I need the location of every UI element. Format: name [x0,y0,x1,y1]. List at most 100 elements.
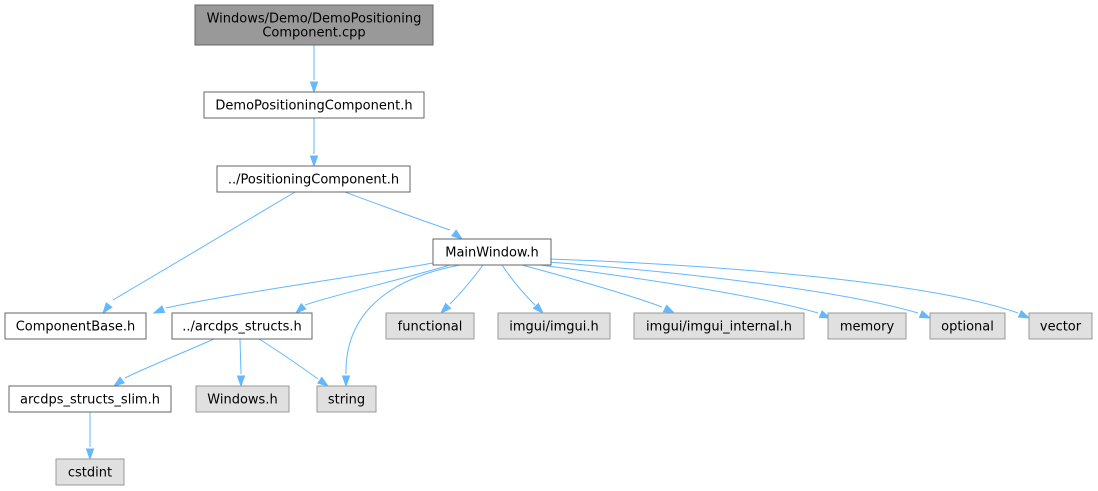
arrowhead [532,302,545,315]
edge-line [112,191,296,301]
node-label: Windows.h [207,393,277,408]
edge-line [449,264,484,305]
arrowhead [309,155,319,168]
edge-line [165,262,434,309]
edge-mainwindow_h-to-vector [549,258,1031,319]
edge-line [539,264,819,314]
edge-line [124,338,215,379]
arrowhead [236,375,246,388]
node-label: ../arcdps_structs.h [182,320,301,335]
node-box [827,312,907,340]
node-label: imgui/imgui_internal.h [646,320,792,335]
node-label: vector [1040,320,1082,335]
arrowhead [102,302,113,315]
node-box [385,312,475,340]
node-label: Component.cpp [262,26,365,41]
node-optional: optional [929,312,1006,340]
edge-arcdps_structs_h-to-windows_h [236,338,246,388]
node-box [171,312,313,340]
dependency-edges [85,45,1031,461]
node-root: Windows/Demo/DemoPositioningComponent.cp… [194,4,434,46]
edge-mainwindow_h-to-optional [547,261,932,319]
edge-line [344,191,451,231]
node-label: functional [398,320,463,335]
arrowhead [152,305,166,314]
node-pos-h[interactable]: ../PositioningComponent.h [216,165,411,193]
node-mainwindow-h[interactable]: MainWindow.h [432,238,552,266]
edge-line [345,264,461,375]
edge-line [258,338,319,380]
node-label: ../PositioningComponent.h [228,173,399,188]
node-cstdint: cstdint [55,458,125,486]
edge-mainwindow_h-to-string [341,264,461,388]
node-box [195,385,290,413]
edge-line [304,264,451,306]
edge-arcdps_slim_h-to-cstdint [85,412,95,461]
arrowhead [316,376,330,387]
node-string: string [316,385,377,413]
edge-line [547,261,919,314]
node-label: Windows/Demo/DemoPositioning [207,12,422,27]
edge-arcdps_structs_h-to-arcdps_slim_h [112,338,215,387]
edge-pos_h-to-componentbase_h [102,191,296,315]
node-label: string [328,393,365,408]
node-box [1028,312,1093,340]
node-box [432,238,552,266]
edge-root-to-demo_h [309,45,319,94]
arrowhead [439,302,452,315]
arrowhead [112,376,125,387]
edge-line [239,338,242,375]
node-label: DemoPositioningComponent.h [215,99,412,114]
arrowhead [662,304,676,314]
node-box [216,165,411,193]
node-box [194,4,434,46]
node-box [4,312,147,340]
node-imgui-internal-h: imgui/imgui_internal.h [633,312,805,340]
edge-line [501,264,536,306]
node-componentbase-h[interactable]: ComponentBase.h [4,312,147,340]
edge-line [521,264,663,308]
node-box [8,385,172,413]
edge-pos_h-to-mainwindow_h [344,191,464,240]
node-box [203,91,425,119]
arrowhead [85,448,95,461]
arrowhead [918,310,932,319]
edge-mainwindow_h-to-componentbase_h [152,262,434,314]
node-imgui-h: imgui/imgui.h [497,312,611,340]
node-vector: vector [1028,312,1093,340]
node-label: imgui/imgui.h [509,320,599,335]
node-box [55,458,125,486]
node-label: arcdps_structs_slim.h [20,393,160,408]
edge-mainwindow_h-to-functional [439,264,484,315]
node-label: optional [941,320,994,335]
node-label: ComponentBase.h [16,320,136,335]
edge-mainwindow_h-to-memory [539,264,832,319]
node-memory: memory [827,312,907,340]
file-nodes: Windows/Demo/DemoPositioningComponent.cp… [4,4,1093,486]
edge-mainwindow_h-to-arcdps_structs_h [294,264,451,315]
node-demo-h[interactable]: DemoPositioningComponent.h [203,91,425,119]
edge-mainwindow_h-to-imgui_h [501,264,545,315]
node-windows-h: Windows.h [195,385,290,413]
node-box [633,312,805,340]
node-label: memory [840,320,895,335]
node-box [929,312,1006,340]
arrowhead [341,375,351,388]
arrowhead [1017,309,1031,319]
node-label: cstdint [68,466,112,481]
edge-arcdps_structs_h-to-string [258,338,330,387]
node-box [497,312,611,340]
edge-mainwindow_h-to-imgui_internal_h [521,264,676,314]
node-functional: functional [385,312,475,340]
arrowhead [309,81,319,94]
node-label: MainWindow.h [445,246,538,261]
node-arcdps-structs-h[interactable]: ../arcdps_structs.h [171,312,313,340]
node-arcdps-slim-h[interactable]: arcdps_structs_slim.h [8,385,172,413]
edge-line [549,258,1019,314]
edge-demo_h-to-pos_h [309,118,319,168]
arrowhead [451,229,464,240]
node-box [316,385,377,413]
arrowhead [818,310,832,319]
arrowhead [294,302,307,315]
